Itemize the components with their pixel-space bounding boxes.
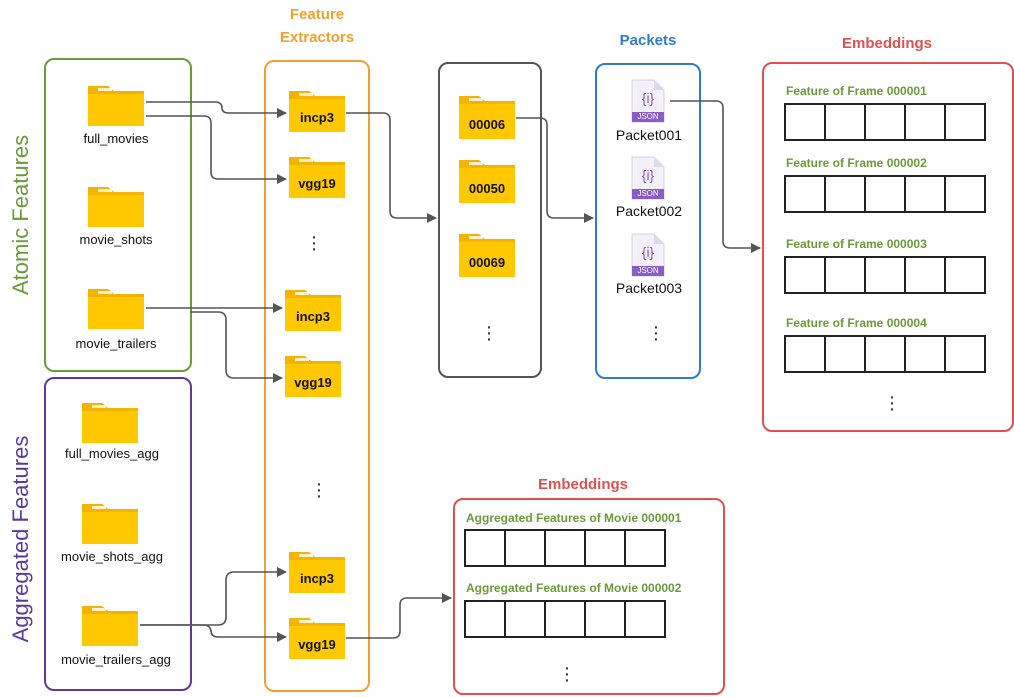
extractor-incp3: incp3 xyxy=(287,87,347,133)
arrow-full-movies-incp3 xyxy=(146,101,287,118)
arrow-frame-packets xyxy=(516,117,594,223)
arrow-incp3-frames xyxy=(346,112,437,223)
json-glyph: {i} xyxy=(641,90,655,106)
frame-folder-label: 00050 xyxy=(468,181,506,196)
extractor-vgg19: vgg19 xyxy=(287,614,347,660)
json-tag: JSON xyxy=(637,112,659,121)
json-file-icon: {i} JSON xyxy=(630,233,666,277)
source-movie-shots-agg-label: movie_shots_agg xyxy=(61,549,163,564)
extractor-vgg19: vgg19 xyxy=(287,153,347,199)
feature-extractors-heading-line1: Feature xyxy=(289,6,345,23)
extractor-vgg19: vgg19 xyxy=(283,352,343,398)
json-glyph: {i} xyxy=(641,167,655,183)
feature-extractors-heading-line2: Extractors xyxy=(279,29,355,46)
source-movie-trailers-agg-label: movie_trailers_agg xyxy=(61,652,171,667)
movie-embeddings-ellipsis: ··· xyxy=(563,657,571,691)
folder-icon xyxy=(80,600,140,648)
extractor-label: incp3 xyxy=(296,309,330,324)
frames-box xyxy=(438,62,542,378)
packets-box xyxy=(595,63,701,379)
json-tag: JSON xyxy=(637,266,659,275)
movie-feature-label: Aggregated Features of Movie 000002 xyxy=(466,581,682,595)
extractor-incp3: incp3 xyxy=(283,286,343,332)
arrow-agg-vgg19 xyxy=(140,624,287,642)
frame-embeddings-ellipsis: ··· xyxy=(888,386,896,420)
folder-icon xyxy=(86,181,146,229)
arrow-vgg19-movie-embeddings xyxy=(346,593,452,639)
extractors-ellipsis-2: ··· xyxy=(315,473,323,507)
json-file-icon: {i} JSON xyxy=(630,79,666,123)
frame-feature-label: Feature of Frame 000002 xyxy=(786,156,927,170)
extractors-box xyxy=(264,60,370,692)
embedding-vector xyxy=(464,600,666,638)
extractor-label: incp3 xyxy=(300,110,334,125)
extractor-label: vgg19 xyxy=(298,637,336,652)
frame-embeddings-heading: Embeddings xyxy=(841,35,932,52)
frame-embeddings-box xyxy=(762,62,1014,432)
frame-folder-00069: 00069 xyxy=(457,230,517,278)
atomic-sources-box xyxy=(44,58,192,372)
packet-label: Packet001 xyxy=(615,127,683,143)
frame-feature-label: Feature of Frame 000004 xyxy=(786,316,927,330)
frame-feature-label: Feature of Frame 000003 xyxy=(786,237,927,251)
arrow-full-movies-vgg19 xyxy=(146,115,287,184)
source-full-movies-label: full_movies xyxy=(83,131,149,146)
embedding-vector xyxy=(784,335,986,373)
folder-icon xyxy=(86,283,146,331)
frames-ellipsis: ··· xyxy=(485,316,493,350)
packet-label: Packet002 xyxy=(615,203,683,219)
frame-folder-00050: 00050 xyxy=(457,156,517,204)
json-glyph: {i} xyxy=(641,244,655,260)
embedding-vector xyxy=(784,103,986,141)
movie-embeddings-box xyxy=(453,498,725,695)
source-movie-trailers-label: movie_trailers xyxy=(75,336,157,351)
source-full-movies-agg-label: full_movies_agg xyxy=(65,446,159,461)
extractor-incp3: incp3 xyxy=(287,548,347,594)
arrow-packet-embeddings xyxy=(670,100,761,253)
packets-heading: Packets xyxy=(619,32,677,49)
extractors-ellipsis-1: ··· xyxy=(310,226,318,260)
frame-folder-00006: 00006 xyxy=(457,92,517,140)
folder-icon xyxy=(80,397,140,445)
json-tag: JSON xyxy=(637,189,659,198)
json-file-icon: {i} JSON xyxy=(630,156,666,200)
packet-label: Packet003 xyxy=(615,280,683,296)
frame-folder-label: 00069 xyxy=(468,255,506,270)
arrow-agg-incp3 xyxy=(140,567,287,626)
movie-feature-label: Aggregated Features of Movie 000001 xyxy=(466,511,682,525)
embedding-vector xyxy=(784,175,986,213)
folder-icon xyxy=(86,80,146,128)
extractor-label: vgg19 xyxy=(294,375,332,390)
aggregated-sources-box xyxy=(44,377,192,691)
arrow-trailers-vgg19 xyxy=(190,311,283,383)
packets-ellipsis: ··· xyxy=(652,316,660,350)
movie-embeddings-heading: Embeddings xyxy=(537,476,628,493)
folder-icon xyxy=(80,498,140,546)
frame-feature-label: Feature of Frame 000001 xyxy=(786,84,927,98)
extractor-label: vgg19 xyxy=(298,176,336,191)
embedding-vector xyxy=(784,256,986,294)
source-movie-shots-label: movie_shots xyxy=(79,232,153,247)
embedding-vector xyxy=(464,529,666,567)
frame-folder-label: 00006 xyxy=(468,117,506,132)
extractor-label: incp3 xyxy=(300,571,334,586)
